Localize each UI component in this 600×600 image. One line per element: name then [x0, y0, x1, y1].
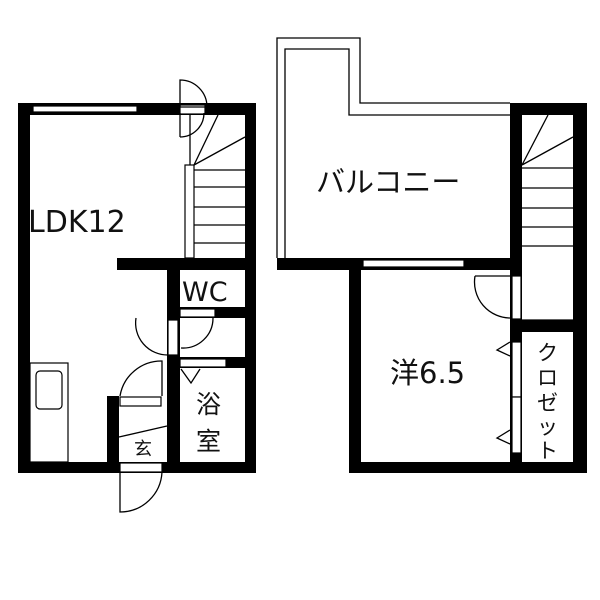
entrance-step-line	[118, 425, 168, 438]
door-entry-inner	[119, 396, 162, 407]
wall-partition	[117, 258, 256, 270]
balcony-inner-rail	[284, 48, 510, 258]
wall-entrance	[107, 396, 119, 473]
closet-char: ゼ	[537, 391, 558, 415]
label-wc: WC	[182, 277, 228, 308]
label-bath-2: 室	[196, 427, 221, 456]
stair-winder	[193, 114, 219, 166]
window-ldk	[32, 105, 138, 113]
wall-room-bottom	[349, 462, 587, 473]
bath-vent-mark	[180, 368, 201, 385]
door-swing-top	[179, 79, 208, 108]
door-top-frame	[179, 104, 206, 115]
door-swing-entry-outer	[119, 471, 163, 513]
door-swing-ldk	[134, 317, 169, 356]
label-closet: ク ロ ゼ ッ ト	[537, 341, 558, 463]
window-room	[362, 259, 465, 268]
door-swing-wc	[180, 317, 214, 349]
door-swing-entry-inner	[119, 360, 163, 397]
wall-room-left	[349, 258, 361, 473]
label-western-room: 洋6.5	[390, 356, 465, 390]
balcony-outer-rail	[276, 37, 510, 258]
door-swing-top-2	[179, 112, 205, 138]
wall-wc-bath	[167, 258, 180, 473]
closet-door-1	[511, 341, 522, 398]
wall-right	[245, 103, 256, 473]
stair-stringer	[184, 164, 195, 259]
wall-left	[18, 103, 30, 473]
door-entry-outer	[119, 462, 163, 473]
door-room-frame	[511, 275, 522, 320]
openings-left	[29, 104, 227, 473]
closet-door-mark	[495, 429, 511, 445]
closet-door-mark	[495, 341, 511, 357]
label-entrance: 玄	[134, 439, 152, 460]
door-swing-room	[473, 275, 512, 319]
stair-winder	[193, 136, 246, 166]
closet-char: ト	[537, 439, 558, 463]
lines-right	[276, 37, 574, 445]
kitchen-sink	[35, 370, 63, 410]
stair-winder	[521, 136, 574, 166]
closet-char: ク	[537, 341, 558, 365]
stair-winder	[521, 114, 549, 166]
closet-door-2	[511, 396, 522, 454]
openings-right	[362, 259, 522, 454]
door-wc-frame	[179, 308, 216, 318]
door-ldk-frame	[167, 319, 179, 356]
door-bath-frame	[179, 358, 227, 368]
closet-char: ッ	[537, 415, 558, 439]
label-ldk: LDK12	[28, 205, 126, 240]
closet-char: ロ	[537, 366, 558, 390]
wall-stair-top	[510, 103, 587, 115]
wall-right-outer	[573, 103, 587, 473]
wall-closet-top	[510, 320, 573, 332]
label-balcony: バルコニー	[316, 165, 460, 199]
label-bath-1: 浴	[196, 390, 221, 419]
lines-left	[118, 79, 246, 513]
